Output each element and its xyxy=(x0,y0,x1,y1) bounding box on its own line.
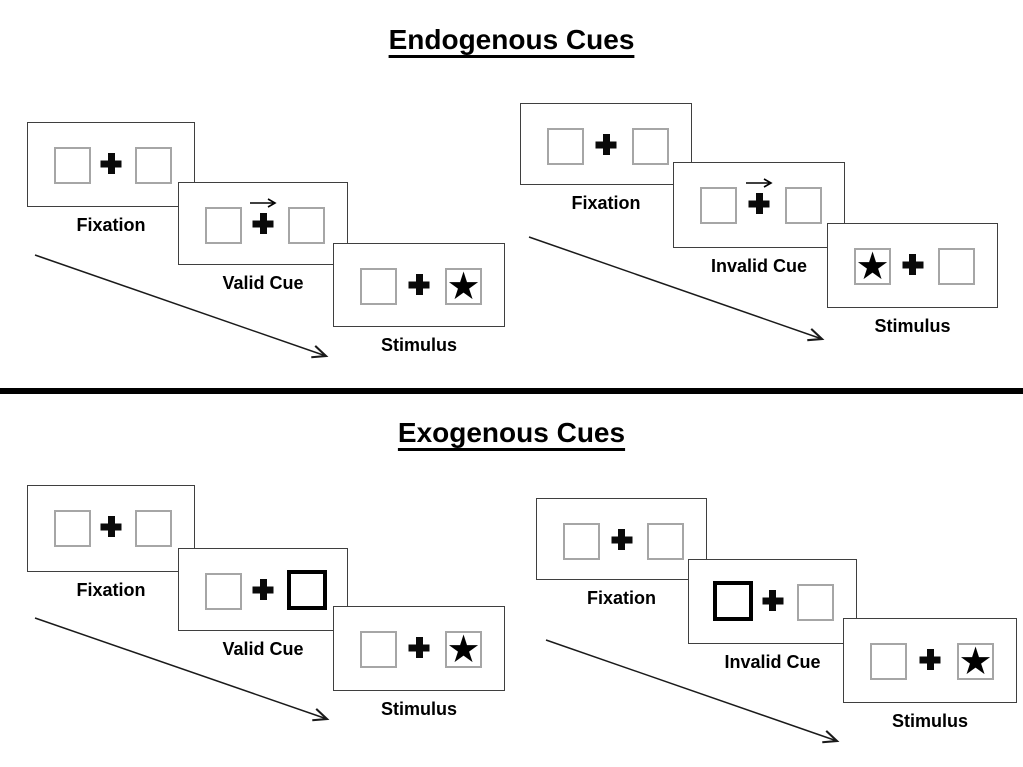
right-box xyxy=(135,510,172,547)
right-box xyxy=(647,523,684,560)
screen-frame xyxy=(178,182,348,265)
right-box xyxy=(938,248,975,285)
section-title-endogenous: Endogenous Cues xyxy=(0,24,1023,56)
right-box xyxy=(785,187,822,224)
right-box xyxy=(288,207,325,244)
fixation-cross-icon xyxy=(902,254,923,275)
timeline-arrow-endogenous-valid xyxy=(34,254,329,359)
section-title-text: Endogenous Cues xyxy=(388,24,635,55)
screen-frame: ★ xyxy=(333,606,505,691)
right-box: ★ xyxy=(445,264,482,308)
stimulus-panel: ★ Stimulus xyxy=(843,618,1017,732)
brightened-box-cue xyxy=(713,581,753,621)
panel-label: Valid Cue xyxy=(222,273,304,293)
fixation-panel: Fixation xyxy=(27,485,195,601)
timeline-arrow-exogenous-valid xyxy=(34,617,330,722)
fixation-cross-icon xyxy=(596,134,617,155)
fixation-cross-icon xyxy=(611,529,632,550)
screen-frame: ★ xyxy=(827,223,998,308)
screen-frame xyxy=(178,548,348,631)
right-box xyxy=(632,128,669,165)
left-box xyxy=(563,523,600,560)
right-box: ★ xyxy=(445,627,482,671)
fixation-panel: Fixation xyxy=(520,103,692,214)
fixation-panel: Fixation xyxy=(536,498,707,609)
panel-label: Valid Cue xyxy=(222,639,304,659)
fixation-cross-icon xyxy=(749,193,770,214)
fixation-cross-icon xyxy=(409,637,430,658)
panel-label: Invalid Cue xyxy=(724,652,821,672)
fixation-panel: Fixation xyxy=(27,122,195,236)
panel-label: Stimulus xyxy=(874,316,951,336)
stimulus-panel: ★ Stimulus xyxy=(333,606,505,720)
left-box xyxy=(700,187,737,224)
star-icon: ★ xyxy=(446,627,481,671)
left-box xyxy=(54,147,91,184)
panel-label: Stimulus xyxy=(380,335,457,355)
timeline-arrow-exogenous-invalid xyxy=(545,639,840,744)
star-icon: ★ xyxy=(958,639,993,683)
screen-frame xyxy=(27,122,195,207)
cue-arrow-icon xyxy=(744,176,774,188)
invalid-cue-panel: Invalid Cue xyxy=(688,559,857,673)
timeline-arrow-endogenous-invalid xyxy=(528,236,825,342)
panel-label: Fixation xyxy=(76,215,146,235)
brightened-box-cue xyxy=(287,570,327,610)
screen-frame xyxy=(536,498,707,580)
left-box xyxy=(547,128,584,165)
star-icon: ★ xyxy=(855,244,890,288)
fixation-cross-icon xyxy=(101,516,122,537)
fixation-cross-icon xyxy=(409,274,430,295)
section-title-exogenous: Exogenous Cues xyxy=(0,417,1023,449)
stimulus-panel: ★ Stimulus xyxy=(827,223,998,337)
left-box xyxy=(870,643,907,680)
screen-frame xyxy=(520,103,692,185)
panel-label: Invalid Cue xyxy=(710,256,808,276)
left-box xyxy=(205,207,242,244)
valid-cue-panel: Valid Cue xyxy=(178,548,348,660)
cue-arrow-icon xyxy=(248,196,278,208)
fixation-cross-icon xyxy=(762,590,783,611)
fixation-cross-icon xyxy=(253,579,274,600)
screen-frame xyxy=(673,162,845,248)
fixation-cross-icon xyxy=(253,213,274,234)
right-box xyxy=(135,147,172,184)
stimulus-panel: ★ Stimulus xyxy=(333,243,505,356)
left-box: ★ xyxy=(854,244,891,288)
left-box xyxy=(54,510,91,547)
left-box xyxy=(360,631,397,668)
panel-label: Stimulus xyxy=(380,699,457,719)
left-box xyxy=(205,573,242,610)
section-divider xyxy=(0,388,1023,394)
fixation-cross-icon xyxy=(101,153,122,174)
right-box: ★ xyxy=(957,639,994,683)
right-box xyxy=(797,584,834,621)
screen-frame xyxy=(27,485,195,572)
screen-frame: ★ xyxy=(843,618,1017,703)
panel-label: Stimulus xyxy=(891,711,968,731)
valid-cue-panel: Valid Cue xyxy=(178,182,348,294)
panel-label: Fixation xyxy=(76,580,146,600)
panel-label: Fixation xyxy=(571,193,641,213)
screen-frame: ★ xyxy=(333,243,505,327)
panel-label: Fixation xyxy=(586,588,656,608)
screen-frame xyxy=(688,559,857,644)
invalid-cue-panel: Invalid Cue xyxy=(673,162,845,277)
fixation-cross-icon xyxy=(920,649,941,670)
left-box xyxy=(360,268,397,305)
section-title-text: Exogenous Cues xyxy=(397,417,626,448)
star-icon: ★ xyxy=(446,264,481,308)
